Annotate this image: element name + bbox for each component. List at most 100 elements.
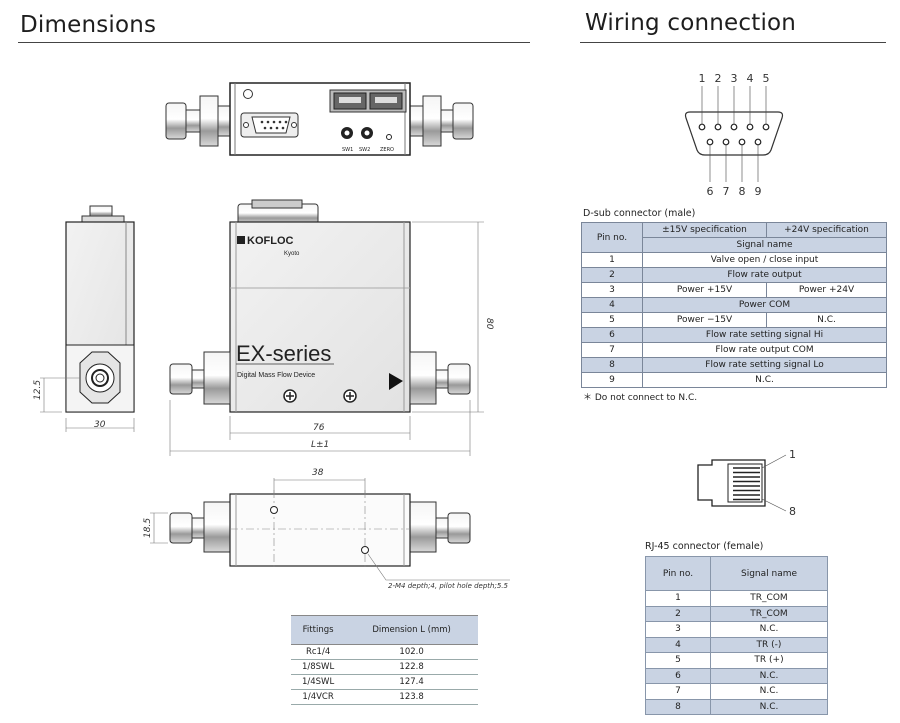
dim-bottom-height: 18.5 [143, 518, 153, 538]
dimensions-rule [18, 42, 530, 43]
pin-cell: 8 [581, 357, 643, 373]
signal-cell: Flow rate setting signal Hi [642, 327, 887, 343]
pin-cell: 1 [645, 590, 711, 607]
pin-cell: 2 [645, 605, 711, 622]
kofloc-logo-icon [237, 236, 245, 244]
signal-cell: Power COM [642, 297, 887, 313]
signal-15v-cell: Power +15V [642, 282, 767, 298]
pin-cell: 4 [645, 636, 711, 653]
signal-cell: TR (+) [710, 652, 828, 669]
device-caption: Digital Mass Flow Device [237, 372, 315, 379]
signal-cell: N.C. [710, 621, 828, 638]
pin-cell: 5 [645, 652, 711, 669]
pin-cell: 5 [581, 312, 643, 328]
pin-cell: 8 [645, 698, 711, 715]
front-view [169, 199, 484, 456]
signal-cell: N.C. [710, 667, 828, 684]
dsub-pin-table: Pin no. ±15V specification +24V specific… [581, 222, 887, 388]
dsub-pin-2: 2 [715, 72, 722, 85]
pin-cell: 6 [581, 327, 643, 343]
signal-cell: Valve open / close input [642, 252, 887, 268]
spec-24v-header: +24V specification [766, 222, 887, 238]
pin-cell: 1 [581, 252, 643, 268]
dimension-cell: 127.4 [345, 674, 478, 690]
bottom-view [150, 478, 510, 581]
dimension-cell: 123.8 [345, 689, 478, 705]
pin-cell: 7 [581, 342, 643, 358]
rj45-ports-icon [329, 89, 407, 113]
rj-pin-no-header: Pin no. [645, 556, 711, 591]
dimension-cell: 102.0 [345, 644, 478, 660]
dimension-l-header: Dimension L (mm) [345, 615, 478, 645]
signal-name-header: Signal name [642, 237, 887, 253]
dsub-pin-6: 6 [707, 185, 714, 198]
signal-cell: Flow rate setting signal Lo [642, 357, 887, 373]
pin-cell: 2 [581, 267, 643, 283]
label-sw2: SW2 [359, 147, 370, 153]
dimension-cell: 122.8 [345, 659, 478, 675]
dsub-caption: D-sub connector (male) [583, 208, 696, 219]
dim-front-total: L±1 [311, 440, 329, 450]
fittings-header: Fittings [291, 615, 346, 645]
top-right-fitting [408, 95, 474, 147]
switch-icons [341, 127, 392, 140]
side-view [40, 205, 135, 432]
dsub-pin-3: 3 [731, 72, 738, 85]
signal-cell: TR (-) [710, 636, 828, 653]
fitting-cell: 1/4VCR [291, 689, 346, 705]
dim-hole-spacing: 38 [312, 468, 324, 478]
signal-24v-cell: Power +24V [766, 282, 887, 298]
pin-no-header: Pin no. [581, 222, 643, 253]
dsub-note: ＊ Do not connect to N.C. [583, 393, 698, 403]
top-view [165, 82, 474, 156]
rj45-connector-diagram [697, 454, 787, 512]
fitting-cell: Rc1/4 [291, 644, 346, 660]
fitting-cell: 1/4SWL [291, 674, 346, 690]
spec-15v-header: ±15V specification [642, 222, 767, 238]
dsub-pin-4: 4 [747, 72, 754, 85]
brand-sub: Kyoto [284, 251, 300, 257]
dsub-pin-5: 5 [763, 72, 770, 85]
wiring-rule [580, 42, 886, 43]
rj-signal-name-header: Signal name [710, 556, 828, 591]
pin-cell: 3 [645, 621, 711, 638]
top-left-fitting [165, 95, 231, 147]
label-zero: ZERO [380, 147, 394, 153]
signal-cell: N.C. [642, 372, 887, 388]
pin-cell: 7 [645, 683, 711, 700]
dsub-connector-diagram [684, 86, 784, 182]
dsub-pin-8: 8 [739, 185, 746, 198]
signal-cell: TR_COM [710, 590, 828, 607]
pin-cell: 4 [581, 297, 643, 313]
fitting-cell: 1/8SWL [291, 659, 346, 675]
dimensions-title: Dimensions [20, 12, 157, 38]
pin-cell: 3 [581, 282, 643, 298]
dsub-pin-9: 9 [755, 185, 762, 198]
hole-note: 2-M4 depth;4, pilot hole depth;5.5 [388, 582, 509, 590]
series-name: EX-series [236, 341, 331, 366]
dim-front-height: 80 [484, 318, 494, 330]
dsub-pin-7: 7 [723, 185, 730, 198]
signal-cell: Flow rate output [642, 267, 887, 283]
dsub-port-icon [240, 112, 299, 138]
dim-side-port: 12.5 [33, 380, 43, 400]
pin-cell: 6 [645, 667, 711, 684]
flow-arrow-icon [389, 373, 403, 390]
dim-side-width: 30 [94, 420, 106, 430]
